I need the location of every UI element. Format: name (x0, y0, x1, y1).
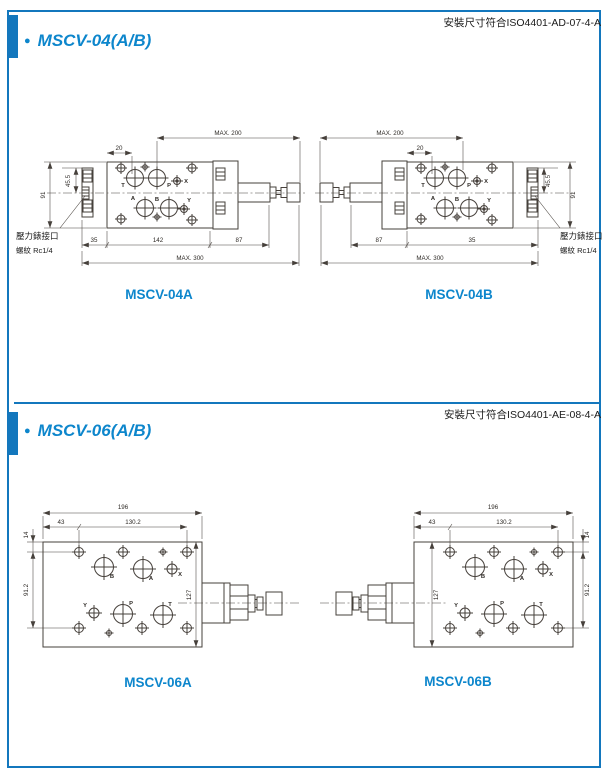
port-label-p: P (500, 601, 504, 607)
dim-43: 43 (429, 519, 436, 526)
dim-127: 127 (186, 589, 193, 600)
section-heading-06-label: MSCV-06(A/B) (37, 421, 152, 440)
dimension-lines-04b (319, 135, 576, 266)
port-label-x: X (484, 179, 488, 185)
dim-91-2: 91.2 (584, 583, 591, 596)
dim-14: 14 (23, 531, 30, 538)
page-border-frame (7, 10, 601, 768)
dimension-labels-06a: 196 43 130.2 14 91.2 127 B A X Y P T (23, 504, 193, 609)
dim-20: 20 (116, 145, 123, 152)
drawing-caption-04a: MSCV-04A (125, 287, 193, 302)
heading-accent-bar-04 (7, 15, 18, 58)
dim-127: 127 (433, 589, 440, 600)
iso-note-04: 安裝尺寸符合ISO4401-AD-07-4-A (443, 17, 601, 29)
port-label-b: B (481, 574, 485, 580)
dimension-labels-04b: MAX. 200 20 45.5 91 87 35 MAX. 300 T P X… (376, 130, 603, 262)
port-label-y: Y (83, 603, 87, 609)
dim-max200: MAX. 200 (376, 130, 404, 137)
dim-91: 91 (40, 191, 47, 198)
dimension-lines-06a (27, 510, 203, 647)
dimension-labels-04a: MAX. 200 20 45.5 91 35 142 87 MAX. 300 T… (16, 130, 243, 262)
bullet-icon: ● (24, 35, 31, 47)
section-heading-04-label: MSCV-04(A/B) (37, 31, 152, 50)
port-label-x: X (184, 179, 188, 185)
dim-91-2: 91.2 (23, 583, 30, 596)
drawing-caption-06b: MSCV-06B (424, 674, 492, 689)
port-label-a: A (520, 576, 525, 582)
port-label-a: A (131, 196, 136, 202)
dim-45-5: 45.5 (545, 174, 552, 187)
port-label-y: Y (487, 198, 491, 204)
dim-87: 87 (236, 237, 243, 244)
section-divider (14, 402, 601, 404)
drawing-caption-04b: MSCV-04B (425, 287, 493, 302)
dimension-lines-04a (44, 135, 301, 266)
valve-body-06b (335, 541, 574, 648)
dimension-labels-06b: 196 43 130.2 14 91.2 127 B A X Y P T (429, 504, 591, 609)
port-label-t: T (168, 602, 172, 608)
dim-35: 35 (91, 237, 98, 244)
mscv-06a-drawing: 196 43 130.2 14 91.2 127 B A X Y P T (23, 504, 300, 648)
gauge-thread-label: 螺紋 Rc1/4 (560, 245, 597, 255)
gauge-port-label: 壓力錶接口 (560, 231, 603, 241)
dim-130-2: 130.2 (125, 519, 141, 526)
dim-91: 91 (570, 191, 577, 198)
port-label-p: P (129, 601, 133, 607)
mscv-04b-drawing: MAX. 200 20 45.5 91 87 35 MAX. 300 T P X… (315, 130, 603, 266)
dim-14: 14 (584, 531, 591, 538)
port-label-b: B (110, 574, 114, 580)
dim-87: 87 (376, 237, 383, 244)
port-label-p: P (467, 183, 471, 189)
dimension-lines-06b (413, 510, 589, 647)
mscv-04a-drawing: MAX. 200 20 45.5 91 35 142 87 MAX. 300 T… (16, 130, 305, 266)
port-label-p: P (167, 183, 171, 189)
dim-max200: MAX. 200 (214, 130, 242, 137)
port-label-y: Y (187, 198, 191, 204)
gauge-port-label: 壓力錶接口 (16, 231, 59, 241)
dim-196: 196 (488, 504, 499, 511)
port-label-a: A (149, 576, 154, 582)
dim-35: 35 (469, 237, 476, 244)
gauge-thread-label: 螺紋 Rc1/4 (16, 245, 53, 255)
port-label-b: B (155, 197, 159, 203)
heading-accent-bar-06 (7, 412, 18, 455)
dim-130-2: 130.2 (496, 519, 512, 526)
valve-body-06a (42, 541, 283, 648)
port-label-b: B (455, 197, 459, 203)
dim-43: 43 (58, 519, 65, 526)
port-label-t: T (421, 183, 425, 189)
valve-body-04b (319, 160, 539, 230)
port-label-t: T (121, 183, 125, 189)
port-label-t: T (539, 602, 543, 608)
section-heading-04: ● MSCV-04(A/B) (24, 31, 151, 51)
mscv-06b-drawing: 196 43 130.2 14 91.2 127 B A X Y P T (320, 504, 591, 648)
port-label-a: A (431, 196, 436, 202)
dim-max300: MAX. 300 (416, 255, 444, 262)
dim-max300: MAX. 300 (176, 255, 204, 262)
dim-20: 20 (417, 145, 424, 152)
drawing-caption-06a: MSCV-06A (124, 675, 192, 690)
port-label-y: Y (454, 603, 458, 609)
port-label-x: X (549, 572, 553, 578)
dim-45-5: 45.5 (65, 174, 72, 187)
iso-note-06: 安裝尺寸符合ISO4401-AE-08-4-A (444, 409, 601, 421)
dim-196: 196 (118, 504, 129, 511)
bullet-icon: ● (24, 425, 31, 437)
section-heading-06: ● MSCV-06(A/B) (24, 421, 151, 441)
dim-142: 142 (153, 237, 164, 244)
port-label-x: X (178, 572, 182, 578)
valve-body-04a (81, 160, 301, 230)
